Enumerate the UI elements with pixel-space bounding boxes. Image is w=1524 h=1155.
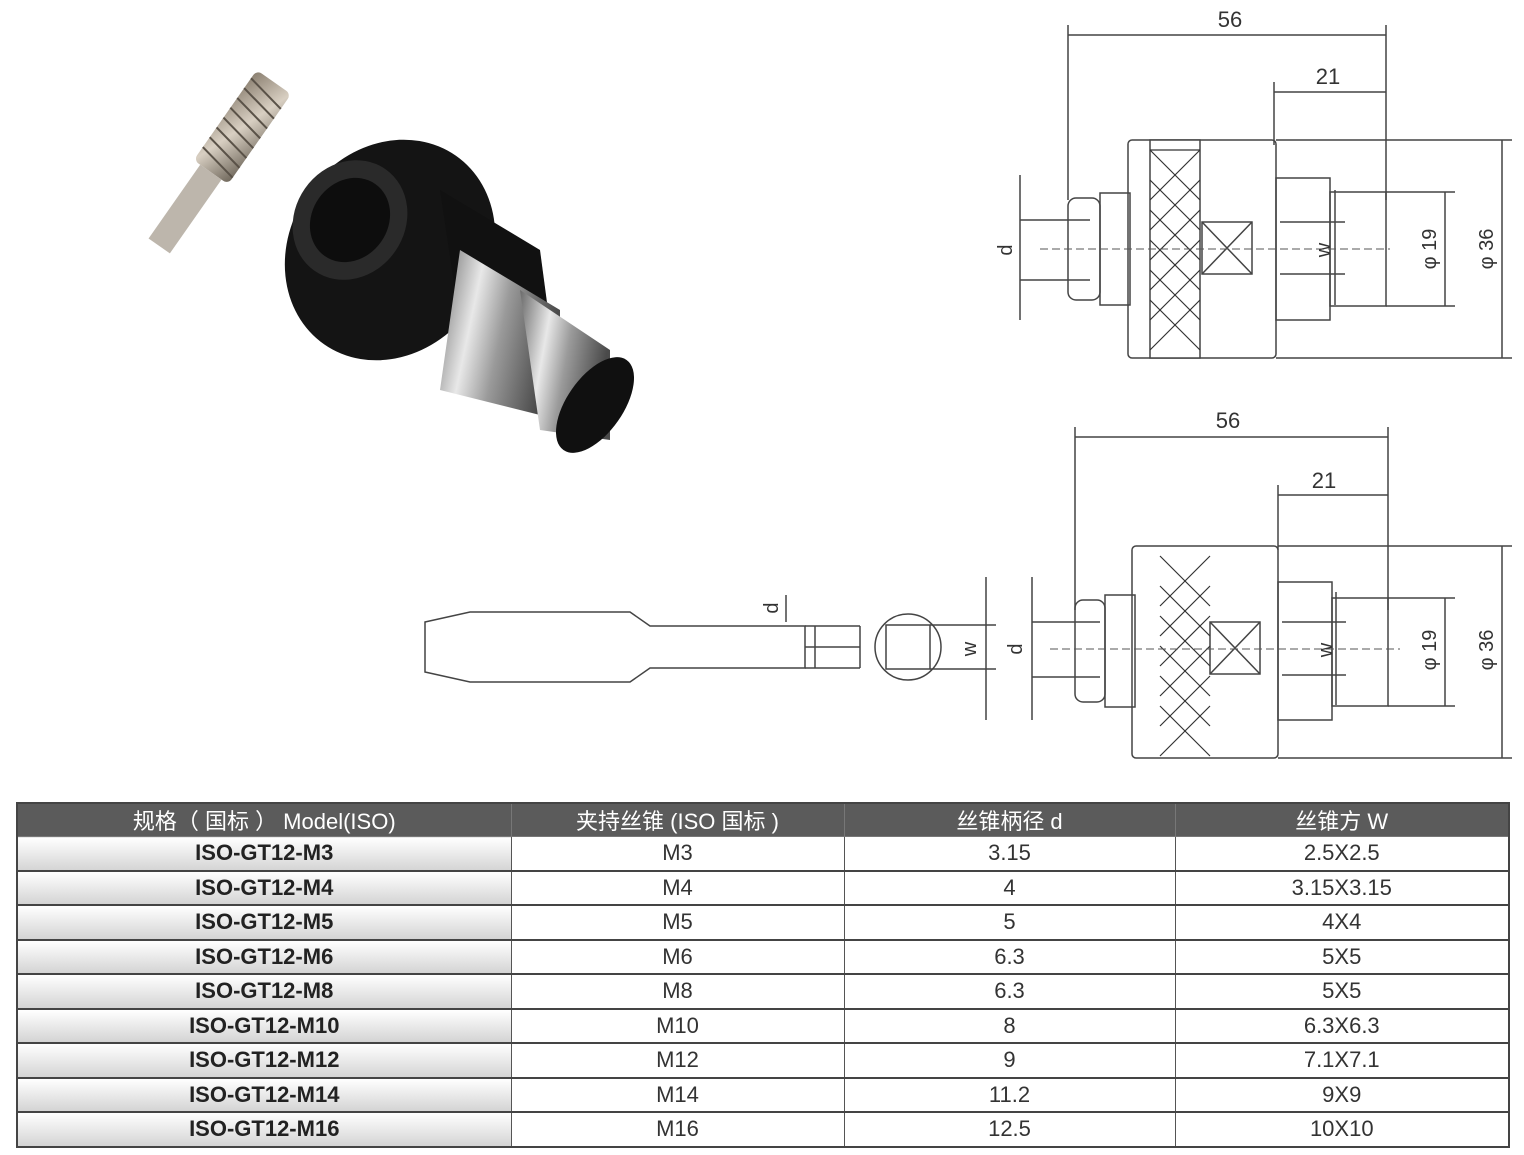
tap-size-cell: M5 xyxy=(510,905,845,941)
model-cell: ISO-GT12-M8 xyxy=(16,974,512,1010)
tap-size-cell: M12 xyxy=(510,1043,845,1079)
tap-size-cell: M3 xyxy=(510,836,845,872)
tap-size-cell: M8 xyxy=(510,974,845,1010)
model-cell: ISO-GT12-M4 xyxy=(16,870,512,906)
tap-square-cell: 2.5X2.5 xyxy=(1174,836,1510,872)
shank-diameter-cell: 3.15 xyxy=(843,836,1176,872)
tap-square-cell: 5X5 xyxy=(1174,939,1510,975)
model-cell: ISO-GT12-M6 xyxy=(16,939,512,975)
shank-diameter-cell: 5 xyxy=(843,905,1176,941)
dim-d-label: d xyxy=(995,244,1017,255)
shank-diameter-cell: 9 xyxy=(843,1043,1176,1079)
model-cell: ISO-GT12-M3 xyxy=(16,836,512,872)
table-row: ISO-GT12-M8 M8 6.3 5X5 xyxy=(16,974,1510,1010)
table-row: ISO-GT12-M4 M4 4 3.15X3.15 xyxy=(16,870,1510,906)
tap-size-cell: M14 xyxy=(510,1077,845,1113)
model-cell: ISO-GT12-M16 xyxy=(16,1112,512,1148)
technical-drawing-bottom: 56 21 d w d w φ 19 φ 36 xyxy=(424,408,1512,759)
shank-diameter-cell: 11.2 xyxy=(843,1077,1176,1113)
table-row: ISO-GT12-M10 M10 8 6.3X6.3 xyxy=(16,1008,1510,1044)
table-row: ISO-GT12-M3 M3 3.15 2.5X2.5 xyxy=(16,836,1510,872)
shank-diameter-cell: 4 xyxy=(843,870,1176,906)
table-row: ISO-GT12-M12 M12 9 7.1X7.1 xyxy=(16,1043,1510,1079)
technical-drawing-top: 56 21 d w φ 19 φ 36 xyxy=(995,7,1512,359)
tap-size-cell: M10 xyxy=(510,1008,845,1044)
dim-phi36-label: φ 36 xyxy=(1476,630,1498,671)
header-tap-square: 丝锥方 W xyxy=(1174,802,1510,837)
tap-square-cell: 10X10 xyxy=(1174,1112,1510,1148)
header-tap-size: 夹持丝锥 (ISO 国标 ) xyxy=(510,802,845,837)
header-model: 规格（ 国标 ） Model(ISO) xyxy=(16,802,512,837)
table-row: ISO-GT12-M5 M5 5 4X4 xyxy=(16,905,1510,941)
dim-phi19-label: φ 19 xyxy=(1419,630,1441,671)
tap-tool xyxy=(148,72,289,254)
tap-square-cell: 9X9 xyxy=(1174,1077,1510,1113)
dim-56-label: 56 xyxy=(1218,7,1242,32)
tap-square-cell: 6.3X6.3 xyxy=(1174,1008,1510,1044)
dim-56-label: 56 xyxy=(1216,408,1240,433)
table-row: ISO-GT12-M16 M16 12.5 10X10 xyxy=(16,1112,1510,1148)
model-cell: ISO-GT12-M14 xyxy=(16,1077,512,1113)
tap-holder-product-photo xyxy=(148,72,635,453)
dim-21-label: 21 xyxy=(1316,64,1340,89)
table-row: ISO-GT12-M6 M6 6.3 5X5 xyxy=(16,939,1510,975)
model-cell: ISO-GT12-M10 xyxy=(16,1008,512,1044)
dim-w-label: w xyxy=(1313,242,1335,258)
shank-diameter-cell: 6.3 xyxy=(843,939,1176,975)
spec-table: 规格（ 国标 ） Model(ISO) 夹持丝锥 (ISO 国标 ) 丝锥柄径 … xyxy=(16,802,1510,1148)
tap-square-cell: 5X5 xyxy=(1174,974,1510,1010)
model-cell: ISO-GT12-M12 xyxy=(16,1043,512,1079)
tap-size-cell: M4 xyxy=(510,870,845,906)
tap-dim-w-label: w xyxy=(959,641,981,657)
tap-square-cell: 3.15X3.15 xyxy=(1174,870,1510,906)
shank-diameter-cell: 8 xyxy=(843,1008,1176,1044)
tap-dim-d-label: d xyxy=(761,602,783,613)
chuck-body xyxy=(284,139,635,453)
dim-phi36-label: φ 36 xyxy=(1476,229,1498,270)
dim-w-label: w xyxy=(1315,642,1337,658)
shank-diameter-cell: 12.5 xyxy=(843,1112,1176,1148)
table-header-row: 规格（ 国标 ） Model(ISO) 夹持丝锥 (ISO 国标 ) 丝锥柄径 … xyxy=(16,802,1510,837)
tap-square-cell: 7.1X7.1 xyxy=(1174,1043,1510,1079)
tap-square-cell: 4X4 xyxy=(1174,905,1510,941)
header-shank-diameter: 丝锥柄径 d xyxy=(843,802,1176,837)
shank-diameter-cell: 6.3 xyxy=(843,974,1176,1010)
tap-size-cell: M16 xyxy=(510,1112,845,1148)
dim-21-label: 21 xyxy=(1312,468,1336,493)
model-cell: ISO-GT12-M5 xyxy=(16,905,512,941)
tap-size-cell: M6 xyxy=(510,939,845,975)
table-row: ISO-GT12-M14 M14 11.2 9X9 xyxy=(16,1077,1510,1113)
dim-phi19-label: φ 19 xyxy=(1419,229,1441,270)
dim-d-label: d xyxy=(1005,643,1027,654)
